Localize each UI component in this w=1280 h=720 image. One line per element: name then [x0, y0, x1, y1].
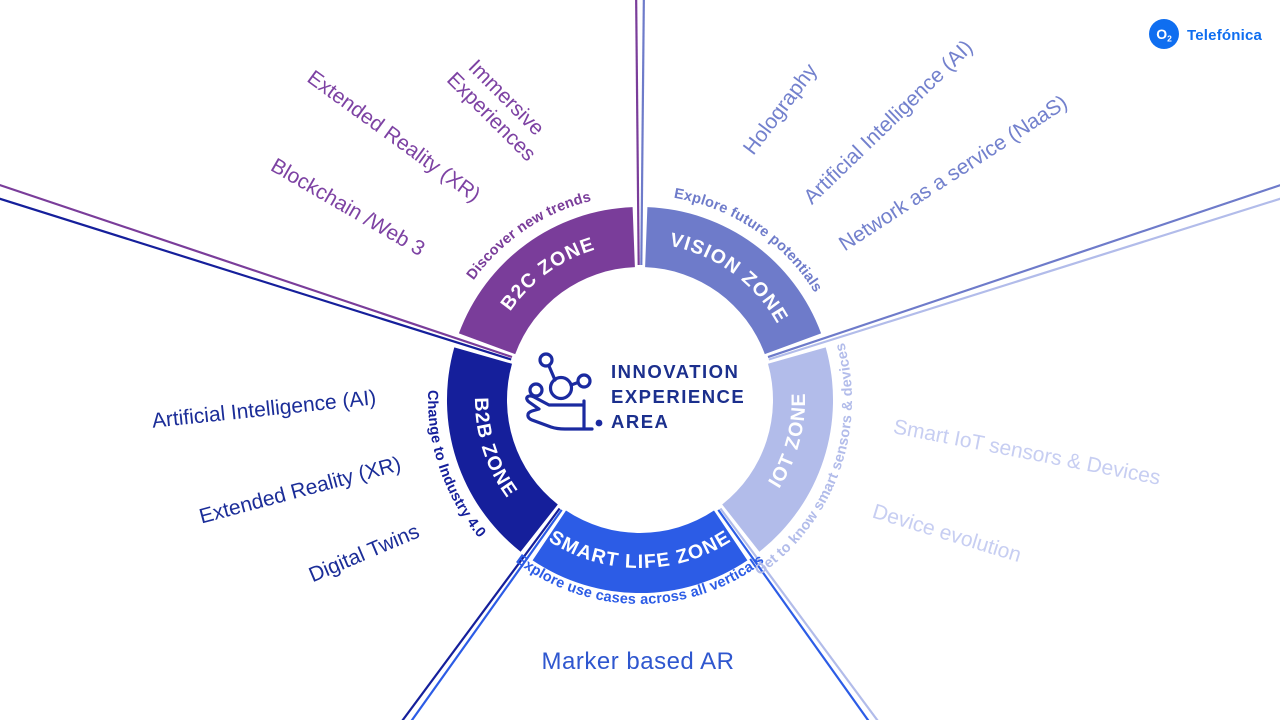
o2-badge-circle — [1149, 19, 1179, 49]
molecule-node-right — [576, 373, 592, 389]
divider-top-vision-line — [640, 0, 645, 266]
item-line: Digital Twins — [306, 520, 423, 587]
item-extended-reality-b2b: Extended Reality (XR) — [197, 452, 404, 528]
item-line: Artificial Intelligence (AI) — [151, 386, 377, 432]
o2-badge-sub: 2 — [1167, 34, 1172, 44]
item-smart-iot-sensors-devices: Smart IoT sensors & Devices — [891, 415, 1162, 489]
item-line: Network as a service (NaaS) — [835, 91, 1072, 256]
divider-right-vision-line — [767, 184, 1280, 359]
item-blockchain-web3: Blockchain /Web 3 — [267, 154, 429, 261]
divider-lowerleft-b2b-line — [401, 507, 561, 720]
item-line: Smart IoT sensors & Devices — [891, 415, 1162, 489]
item-immersive-experiences: Immersive Experiences — [442, 51, 557, 166]
o2-badge-text: O2 — [1156, 26, 1172, 44]
zone-ring — [446, 207, 834, 594]
hand-molecule-icon — [525, 352, 594, 431]
item-artificial-intelligence-b2b: Artificial Intelligence (AI) — [151, 386, 377, 432]
center-title-line2: EXPERIENCE — [611, 386, 745, 407]
hand-outline — [525, 394, 594, 431]
zone-segment-b2b — [446, 347, 558, 552]
item-holography: Holography — [739, 59, 822, 159]
item-line: Extended Reality (XR) — [197, 452, 404, 528]
item-line: Marker based AR — [542, 648, 735, 675]
item-line: Device evolution — [870, 500, 1024, 567]
divider-lowerleft-smart-line — [410, 509, 563, 720]
divider-lowerright-iot-line — [719, 507, 879, 720]
divider-lowerright-smart-line — [717, 509, 870, 720]
item-network-as-a-service: Network as a service (NaaS) — [835, 91, 1072, 256]
zone-segment-smart-life — [532, 510, 748, 594]
icon-dot — [595, 419, 603, 427]
center-title-line3: AREA — [611, 411, 669, 432]
item-device-evolution: Device evolution — [870, 500, 1024, 567]
item-line: Holography — [739, 59, 822, 159]
center-emblem: INNOVATION EXPERIENCE AREA — [525, 352, 745, 432]
molecule-bond-top — [547, 364, 557, 382]
divider-right-iot-line — [768, 197, 1280, 361]
zone-segment-iot — [722, 347, 834, 552]
item-marker-based-ar: Marker based AR — [542, 648, 735, 675]
divider-upperleft-b2c-line — [0, 183, 513, 359]
molecule-bond-right — [569, 380, 580, 387]
molecule-node-top — [538, 352, 554, 368]
brand-wordmark: Telefónica — [1187, 27, 1263, 44]
molecule-core-circle — [548, 375, 574, 401]
zone-segment-vision — [645, 207, 822, 355]
center-title-line1: INNOVATION — [611, 361, 739, 382]
item-digital-twins: Digital Twins — [306, 520, 423, 587]
divider-upperleft-b2b-line — [0, 197, 512, 361]
telefonica-logo: O2 Telefónica — [1149, 19, 1263, 49]
item-line: Blockchain /Web 3 — [267, 154, 429, 261]
zone-segment-b2c — [458, 207, 635, 355]
molecule-node-left — [528, 382, 544, 398]
o2-badge-o: O — [1156, 26, 1167, 42]
divider-top-b2c-line — [635, 0, 640, 266]
